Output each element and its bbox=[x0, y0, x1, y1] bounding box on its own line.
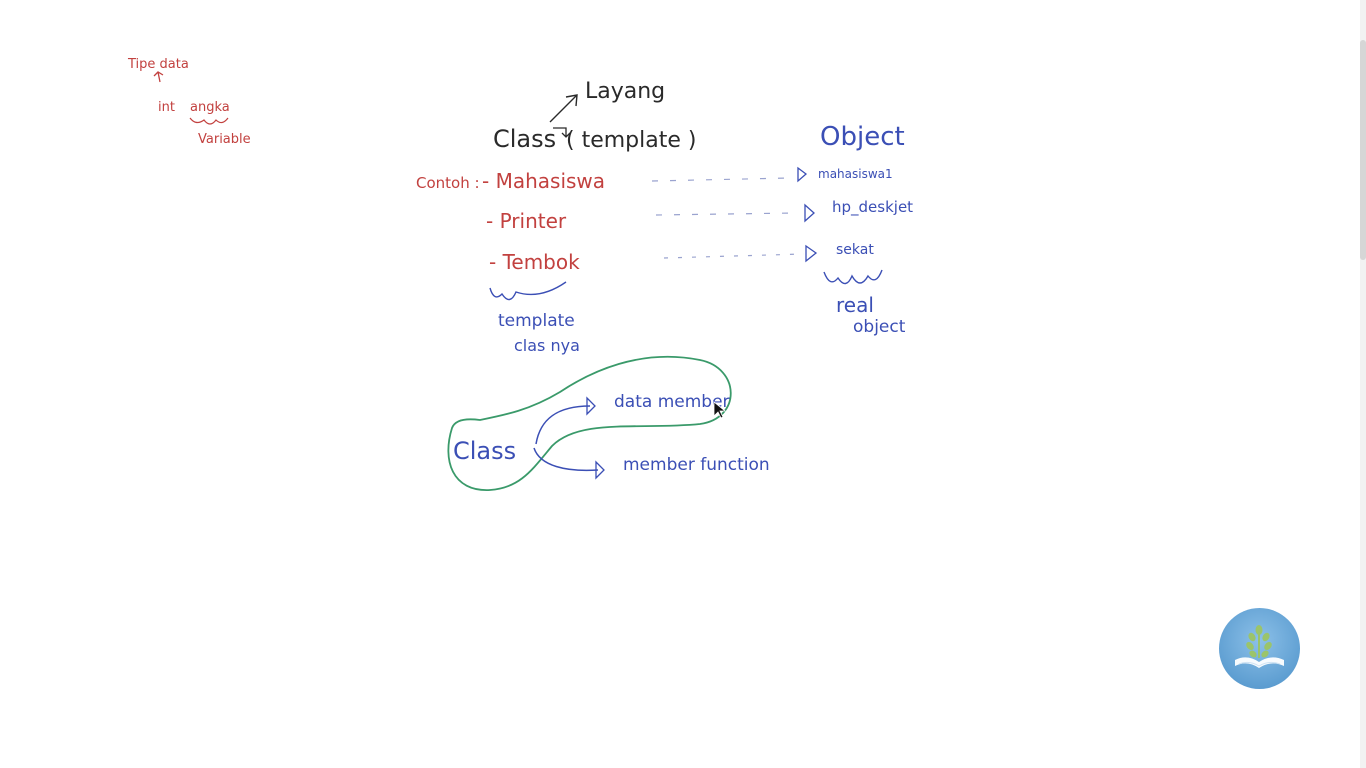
diagram-class: Class bbox=[453, 437, 516, 465]
label-data-member: data member bbox=[614, 392, 730, 412]
caption-clas-nya: clas nya bbox=[514, 336, 580, 355]
arrow-to-template-icon bbox=[553, 127, 571, 138]
example-printer: - Printer bbox=[486, 209, 567, 233]
vertical-scrollbar[interactable] bbox=[1360, 0, 1366, 768]
up-arrow-icon bbox=[153, 71, 164, 83]
note-tipe-data: Tipe data bbox=[127, 57, 189, 72]
label-contoh: Contoh : bbox=[416, 174, 480, 192]
note-variable: Variable bbox=[198, 132, 251, 147]
brace-underline bbox=[489, 281, 567, 301]
arrow-to-layang-icon bbox=[549, 94, 578, 123]
book-plant-logo-icon[interactable] bbox=[1219, 608, 1300, 689]
examples: Contoh : - Mahasiswa - Printer - Tembok … bbox=[416, 166, 913, 355]
topleft-notes: Tipe data int angka Variable bbox=[127, 57, 251, 147]
label-template: ( template ) bbox=[566, 128, 696, 153]
green-enclosure bbox=[447, 355, 732, 491]
note-int: int bbox=[158, 100, 175, 115]
note-angka: angka bbox=[190, 100, 230, 115]
triangle-arrow-icon bbox=[595, 460, 605, 480]
example-tembok: - Tembok bbox=[489, 250, 580, 274]
object-mahasiswa1: mahasiswa1 bbox=[818, 167, 893, 181]
label-member-function: member function bbox=[623, 455, 770, 475]
arrow-to-member-function bbox=[533, 447, 599, 472]
triangle-arrow-icon bbox=[586, 396, 596, 416]
scrollbar-thumb[interactable] bbox=[1360, 40, 1366, 260]
example-mahasiswa: - Mahasiswa bbox=[482, 169, 605, 193]
arrow-to-data-member bbox=[535, 405, 591, 445]
caption-template: template bbox=[498, 311, 575, 331]
brace-underline bbox=[823, 269, 883, 285]
triangle-arrow-icon bbox=[804, 203, 815, 223]
label-object: Object bbox=[820, 122, 905, 152]
class-definition: Layang Class ( template ) Object bbox=[493, 79, 905, 153]
mouse-pointer-icon bbox=[713, 401, 727, 419]
class-members-diagram: Class data member member function bbox=[447, 355, 770, 491]
object-sekat: sekat bbox=[836, 242, 874, 258]
dashed-connector bbox=[655, 212, 797, 216]
object-hp-deskjet: hp_deskjet bbox=[832, 198, 913, 217]
logo-graphic bbox=[1235, 625, 1284, 668]
dashed-connector bbox=[651, 177, 791, 182]
caption-real: real bbox=[836, 293, 874, 317]
label-class: Class bbox=[493, 125, 556, 153]
label-layang: Layang bbox=[585, 79, 665, 104]
caption-object: object bbox=[853, 317, 906, 337]
brace-underline bbox=[189, 117, 229, 125]
triangle-arrow-icon bbox=[805, 244, 818, 263]
triangle-arrow-icon bbox=[797, 166, 808, 183]
dashed-connector bbox=[663, 253, 805, 259]
